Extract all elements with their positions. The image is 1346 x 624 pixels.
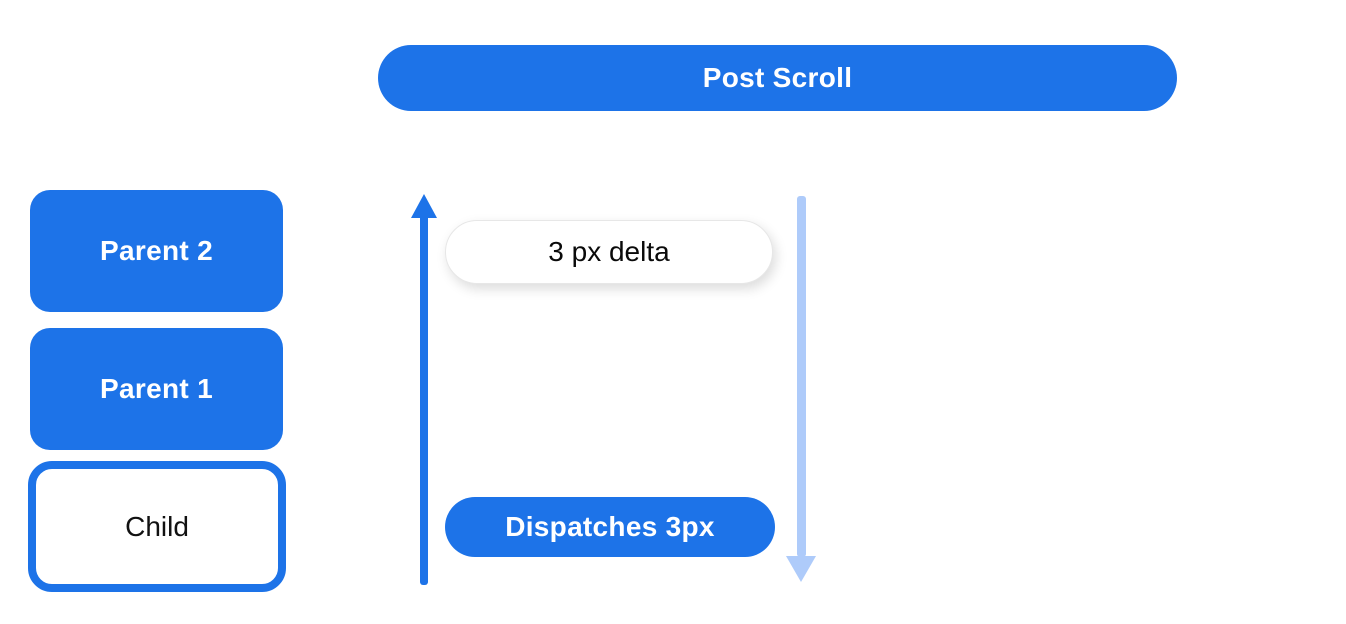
arrow-down-head-icon — [786, 556, 816, 582]
post-scroll-bar: Post Scroll — [378, 45, 1177, 111]
scroll-up-arrow — [411, 194, 437, 585]
node-child-label: Child — [125, 510, 189, 542]
node-parent-1: Parent 1 — [30, 328, 283, 450]
arrow-down-shaft — [797, 196, 806, 557]
delta-pill-label: 3 px delta — [548, 236, 670, 267]
post-scroll-label: Post Scroll — [702, 62, 853, 93]
dispatch-pill: Dispatches 3px — [445, 497, 775, 557]
node-parent-2-label: Parent 2 — [100, 235, 213, 266]
node-child: Child — [28, 461, 286, 592]
scroll-down-arrow — [786, 196, 816, 583]
node-parent-1-label: Parent 1 — [100, 373, 213, 404]
arrow-up-shaft — [420, 214, 428, 585]
node-parent-2: Parent 2 — [30, 190, 283, 312]
dispatch-pill-label: Dispatches 3px — [505, 511, 715, 542]
delta-pill: 3 px delta — [445, 220, 773, 284]
